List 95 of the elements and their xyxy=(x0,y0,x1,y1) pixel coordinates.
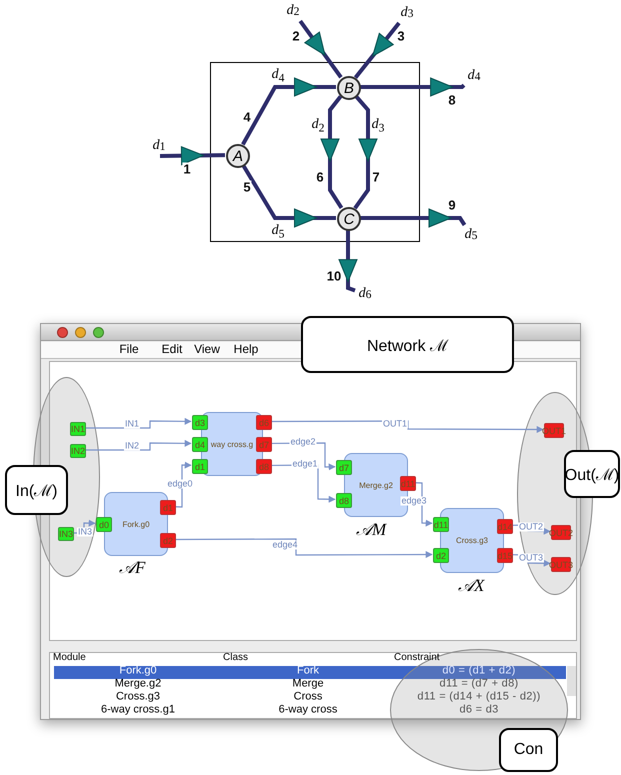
callout-label: In(ℳ) xyxy=(5,465,68,515)
edge-number: 8 xyxy=(447,94,457,106)
arrow xyxy=(353,94,378,210)
table-text: d0 = (d1 + d2) xyxy=(442,666,516,676)
edge-number: 1 xyxy=(182,162,192,176)
edge-number: 9 xyxy=(447,198,457,212)
input-port: IN1 xyxy=(70,422,86,436)
arrow xyxy=(512,524,551,535)
flow-variable: d$_{2}$ xyxy=(312,118,324,134)
edge-label: IN3 xyxy=(77,528,93,536)
edge-label: edge4 xyxy=(271,540,299,550)
input-port: d3 xyxy=(192,415,208,430)
output-port: d8 xyxy=(256,459,272,474)
input-port: IN2 xyxy=(70,444,86,458)
input-port: d1 xyxy=(192,459,208,474)
junction-circle: B xyxy=(337,76,361,100)
table-text: 6-way cross xyxy=(278,704,338,716)
input-port: d7 xyxy=(336,460,352,475)
flow-variable: d$_{3}$ xyxy=(372,118,384,134)
menu-item: Help xyxy=(234,343,258,355)
edge-label: OUT1 xyxy=(382,420,408,428)
output-port: d1 xyxy=(160,500,176,515)
edge-number: 3 xyxy=(396,30,406,42)
callout-label: Out(ℳ) xyxy=(564,450,620,498)
input-port: d0 xyxy=(96,517,112,532)
table-text: d6 = d3 xyxy=(459,704,499,716)
callout-label: Con xyxy=(499,728,558,772)
arrow xyxy=(360,208,466,228)
table-text: Fork xyxy=(297,666,319,676)
module-caption: 𝒜M xyxy=(356,520,386,540)
edge-label: OUT3 xyxy=(518,554,544,562)
output-port: d11 xyxy=(400,476,416,491)
arrow xyxy=(73,520,96,534)
output-port: d15 xyxy=(497,548,513,563)
edge-number: 10 xyxy=(326,270,342,282)
edge-label: OUT2 xyxy=(518,522,544,532)
edge-number: 7 xyxy=(371,170,381,184)
module-caption: 𝒜F xyxy=(119,558,146,578)
input-port: d4 xyxy=(192,437,208,452)
column-header: Module xyxy=(53,653,86,663)
output-port: d14 xyxy=(497,519,513,534)
edge-number: 2 xyxy=(291,30,301,42)
table-text: Cross xyxy=(294,692,322,702)
edge-label: edge1 xyxy=(291,460,319,468)
edge-label: edge0 xyxy=(166,480,194,488)
input-port: d11 xyxy=(433,517,449,532)
edge-number: 4 xyxy=(242,110,252,124)
arrow xyxy=(298,20,343,78)
junction-circle: A xyxy=(226,144,250,168)
edge-label: IN1 xyxy=(124,420,140,428)
arrow xyxy=(414,482,433,527)
arrow xyxy=(174,462,192,508)
arrow xyxy=(354,22,401,79)
table-text: Fork.g0 xyxy=(119,666,157,676)
arrow xyxy=(241,77,336,146)
menu-item: Edit xyxy=(162,343,182,355)
output-port: d2 xyxy=(160,533,176,548)
arrow xyxy=(271,442,336,470)
arrow xyxy=(320,95,344,209)
column-header: Class xyxy=(223,653,248,663)
edge-label: edge3 xyxy=(400,496,428,506)
arrow xyxy=(271,420,544,433)
arrow xyxy=(360,77,466,97)
table-text: Merge.g2 xyxy=(114,678,162,690)
callout-label: Network ℳ xyxy=(301,316,514,373)
arrow xyxy=(158,146,226,166)
arrow xyxy=(338,230,358,292)
table-text: 6-way cross.g1 xyxy=(101,704,175,716)
output-port: d7 xyxy=(256,437,272,452)
flow-variable: d$_{4}$ xyxy=(272,68,284,84)
arrow xyxy=(175,538,433,558)
edge-number: 5 xyxy=(242,180,252,194)
arrow xyxy=(85,440,192,451)
output-port: d6 xyxy=(256,415,272,430)
module-caption: 𝒜X xyxy=(458,576,484,596)
table-text: Merge xyxy=(292,678,324,690)
highlight-ellipse xyxy=(390,649,568,771)
table-text: d11 = (d14 + (d15 - d2)) xyxy=(417,692,541,702)
table-text: Cross.g3 xyxy=(116,692,160,702)
input-port: IN3 xyxy=(58,527,74,541)
menu-item: View xyxy=(194,343,220,355)
flow-variable: d$_{5}$ xyxy=(272,224,284,240)
column-header: Constraint xyxy=(394,653,440,663)
input-port: d2 xyxy=(433,548,449,563)
edge-label: IN2 xyxy=(124,442,140,450)
arrow xyxy=(85,418,192,429)
arrow xyxy=(512,554,551,567)
table-text: d11 = (d7 + d8) xyxy=(440,678,518,690)
junction-circle: C xyxy=(337,207,361,231)
arrow xyxy=(241,164,336,228)
arrow xyxy=(271,464,336,503)
edge-number: 6 xyxy=(315,170,325,184)
input-port: d8 xyxy=(336,493,352,508)
edge-label: edge2 xyxy=(289,438,317,446)
menu-item: File xyxy=(119,343,139,355)
